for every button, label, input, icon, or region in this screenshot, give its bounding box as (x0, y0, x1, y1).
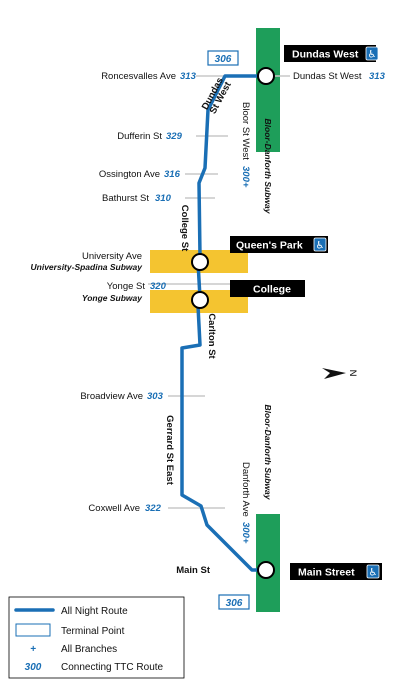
bloor-st-west-route: 300+ (240, 166, 251, 188)
bloor-st-west-group: Bloor St West 300+ (240, 102, 251, 188)
queens-park-label-box (230, 236, 328, 253)
bathurst-route: 310 (155, 193, 172, 204)
dundas-west-label: Dundas West (292, 49, 359, 61)
accessible-glyph-main-street: ♿ (369, 568, 378, 579)
danforth-ave-label: Danforth Ave (240, 462, 251, 517)
accessible-icon-main-street (366, 564, 380, 579)
legend-all-branches: All Branches (61, 644, 117, 655)
dundas-west-station-icon (257, 67, 275, 85)
terminal-route-bottom: 306 (226, 598, 243, 609)
college-label-box (230, 280, 305, 297)
accessible-icon-queens-park (313, 237, 327, 252)
dufferin-label: Dufferin St (117, 131, 162, 142)
ossington-route: 316 (164, 169, 181, 180)
broadview-label: Broadview Ave (80, 391, 143, 402)
terminal-point-bottom (218, 594, 250, 610)
coxwell-label: Coxwell Ave (88, 503, 140, 514)
north-arrow-icon: N (322, 368, 358, 379)
bloor-danforth-label-top: Bloor-Danforth Subway (263, 119, 273, 215)
university-spadina-subway-label: University-Spadina Subway (31, 262, 144, 272)
accessible-glyph-dundas-west: ♿ (368, 50, 377, 61)
legend-connecting-symbol: 300 (25, 662, 42, 673)
gerrard-st-east-label: Gerrard St East (164, 415, 175, 486)
legend-all-night-route: All Night Route (61, 606, 128, 617)
university-label: University Ave (82, 251, 142, 262)
college-st-label: College St (179, 205, 190, 252)
bloor-st-west-label: Bloor St West (240, 102, 251, 160)
queens-park-label: Queen's Park (236, 240, 303, 252)
bloor-danforth-top-text: Bloor-Danforth Subway (263, 119, 273, 215)
terminal-point-top (207, 50, 239, 66)
dundas-west-label-box (284, 45, 376, 62)
broadview-route: 303 (147, 391, 164, 402)
queens-park-station-icon (191, 253, 209, 271)
legend-terminal-point: Terminal Point (61, 626, 125, 637)
roncesvalles-route: 313 (180, 71, 197, 82)
main-street-label-box (290, 563, 382, 580)
main-street-station-icon (257, 561, 275, 579)
yonge-label: Yonge St (107, 281, 146, 292)
legend-terminal-swatch (15, 623, 51, 637)
coxwell-route: 322 (145, 503, 162, 514)
college-label: College (253, 284, 291, 296)
dundas-st-west-label: Dundas St West (293, 71, 362, 82)
terminal-route-top: 306 (215, 54, 232, 65)
accessible-icon-dundas-west (365, 46, 379, 61)
all-night-route-line (180, 74, 268, 572)
bloor-danforth-band-top (256, 28, 280, 152)
college-station-icon (191, 291, 209, 309)
ossington-label: Ossington Ave (99, 169, 160, 180)
dundas-st-west-route-label: Dundas St West (200, 76, 234, 116)
yonge-subway-label: Yonge Subway (82, 293, 143, 303)
bloor-danforth-bottom-text: Bloor-Danforth Subway (263, 405, 273, 501)
bloor-danforth-label-bottom: Bloor-Danforth Subway (263, 405, 273, 501)
carlton-st-group: Carlton St (206, 313, 217, 359)
roncesvalles-label: Roncesvalles Ave (101, 71, 176, 82)
danforth-ave-group: Danforth Ave 300+ (240, 462, 251, 544)
dufferin-route: 329 (166, 131, 183, 142)
legend: All Night Route Terminal Point + All Bra… (8, 596, 185, 679)
main-street-label: Main Street (298, 567, 355, 579)
legend-all-branches-symbol: + (30, 644, 36, 655)
accessible-glyph-queens-park: ♿ (316, 241, 325, 252)
danforth-ave-route: 300+ (240, 522, 251, 544)
yonge-route: 320 (150, 281, 167, 292)
college-st-group: College St (179, 205, 190, 252)
gerrard-st-east-group: Gerrard St East (164, 415, 175, 486)
main-st-label: Main St (176, 565, 211, 576)
bathurst-label: Bathurst St (102, 193, 149, 204)
north-label: N (347, 370, 358, 377)
dundas-st-west-route: 313 (369, 71, 386, 82)
carlton-st-label: Carlton St (206, 313, 217, 359)
legend-connecting-route: Connecting TTC Route (61, 662, 164, 673)
